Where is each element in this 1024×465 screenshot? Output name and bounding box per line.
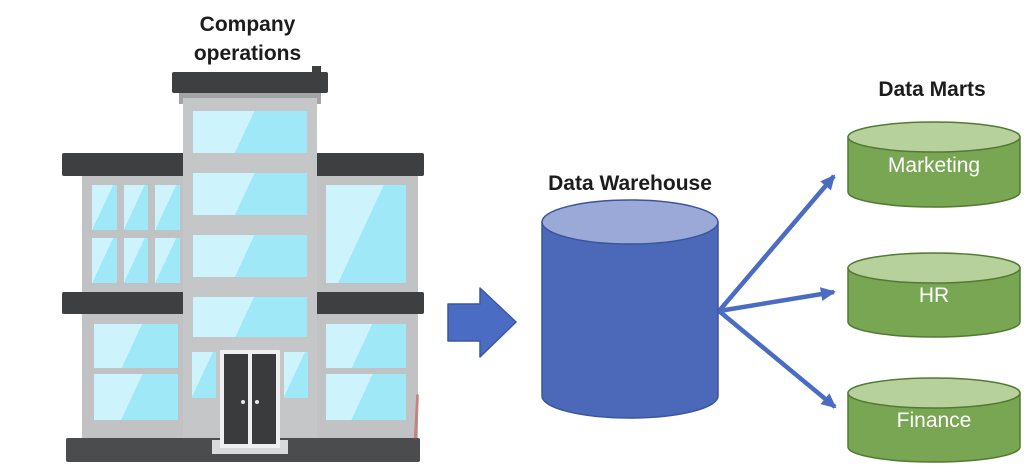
door-handle-icon [255,400,259,404]
mart-cylinder-hr-top [847,252,1021,284]
building-window [193,235,307,277]
building-window [155,238,180,283]
door-handle-icon [241,400,245,404]
building-right-band [310,292,424,314]
building-window [94,374,178,420]
company-operations-label: Company operations [193,13,302,65]
mart-cylinder-marketing-body [847,136,1021,208]
building-window [326,185,406,283]
building-window [123,238,149,283]
data-warehouse-cylinder-top [541,199,719,245]
building-window [94,324,178,368]
connector-arrow-finance [717,309,837,409]
mart-cylinder-hr-body [847,267,1021,338]
building-window [284,352,308,398]
building-window [326,374,406,420]
building-window [193,173,307,215]
data-warehouse-cylinder-body [541,221,719,419]
mart-label-marketing: Marketing [887,154,981,177]
building-door [220,350,280,448]
building-left-wing-roof [62,153,188,176]
building-window [92,238,117,283]
office-building-illustration [60,66,426,465]
building-right-wing-roof [310,153,424,176]
connector-arrow-hr [718,287,836,314]
mart-cylinder-finance-body [847,392,1021,463]
mart-label-finance: Finance [896,409,972,432]
building-left-band [62,292,188,314]
building-window [92,185,117,230]
building-window [155,185,180,230]
building-window [193,297,307,337]
building-window [193,111,307,153]
building-window [123,185,149,230]
mart-cylinder-finance-top [847,377,1021,409]
data-warehouse-label: Data Warehouse [548,172,712,195]
connector-arrow-marketing [717,174,836,313]
building-window [192,352,216,398]
mart-label-hr: HR [918,284,950,307]
building-door-panel [224,354,248,444]
building-window-grid [92,185,180,283]
data-marts-title: Data Marts [878,78,986,101]
building-window [326,324,406,368]
building-door-panel [252,354,276,444]
building-tower-roof [172,72,328,93]
building-roof-tab [312,66,321,75]
mart-cylinder-marketing-top [847,121,1021,153]
flow-block-arrow-icon [447,287,517,358]
